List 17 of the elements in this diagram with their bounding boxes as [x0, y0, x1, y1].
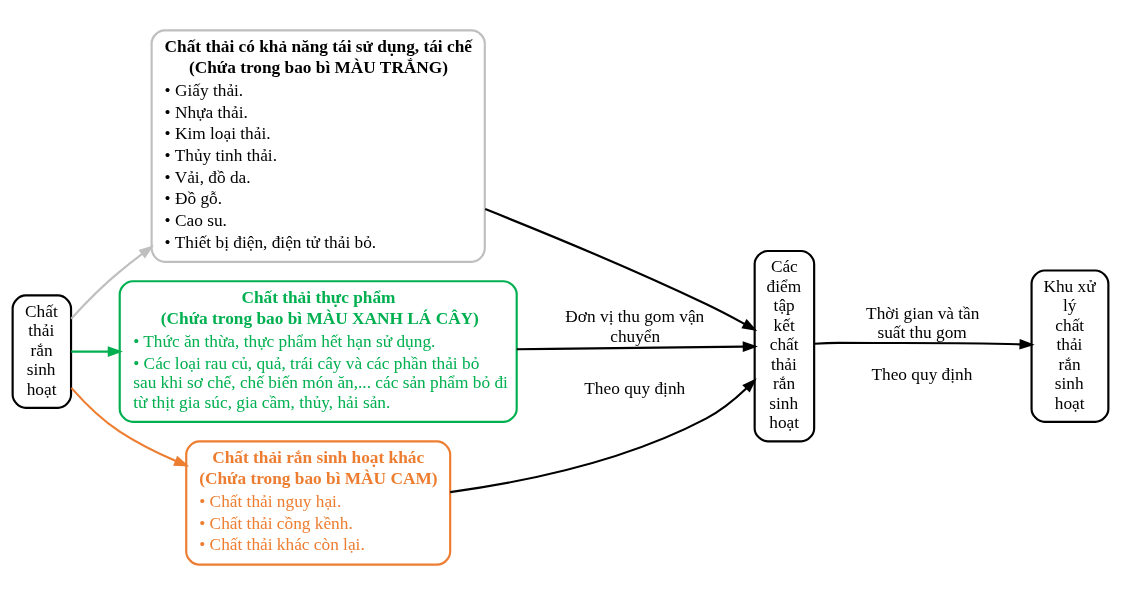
- label: Theo quy định: [871, 363, 973, 383]
- arrow: [70, 386, 190, 467]
- edge-label: Đơn vị thu gom vận chuyển: [565, 306, 705, 346]
- edge-label: Thời gian và tần suất thu gom: [866, 303, 980, 342]
- arrow: [450, 377, 757, 493]
- node-box: Chất thải thực phẩm (Chứa trong bao bì MÀU XANH LÁ CÂY) • Thức ăn thừa, thực phẩm hết hạn sử dụng. • Các loại rau củ, quả, trái cây và các phần thải bỏ sau khi sơ chế, chế biến món ăn,... các sản phẩm bỏ đi từ thịt gia súc, gia cầm, thủy, hải sản.: [118, 279, 518, 423]
- arrow: [70, 244, 154, 319]
- arrow: [484, 207, 758, 331]
- node-box: Chất thải rắn sinh hoạt khác (Chứa trong bao bì MÀU CAM) • Chất thải nguy hại. • Chất thải cồng kềnh. • Chất thải khác còn lại.: [185, 439, 452, 566]
- arrow: [71, 345, 123, 357]
- label: Theo quy định: [584, 378, 686, 398]
- arrow: [814, 338, 1035, 350]
- arrow: [516, 340, 758, 352]
- node-box: Khu xử lý chất thải rắn sinh hoạt: [1030, 268, 1110, 423]
- node-box: Chất thải có khả năng tái sử dụng, tái chế (Chứa trong bao bì MÀU TRẮNG) • Giấy thải. • Nhựa thải. • Kim loại thải. • Thủy tinh thải. • Vải, đồ da. • Đồ gỗ. • Cao su. • Thiết bị điện, điện tử thải bỏ.: [150, 28, 486, 263]
- node-box: Các điểm tập kết chất thải rắn sinh hoạt: [753, 249, 816, 442]
- node-box: Chất thải rắn sinh hoạt: [11, 293, 73, 409]
